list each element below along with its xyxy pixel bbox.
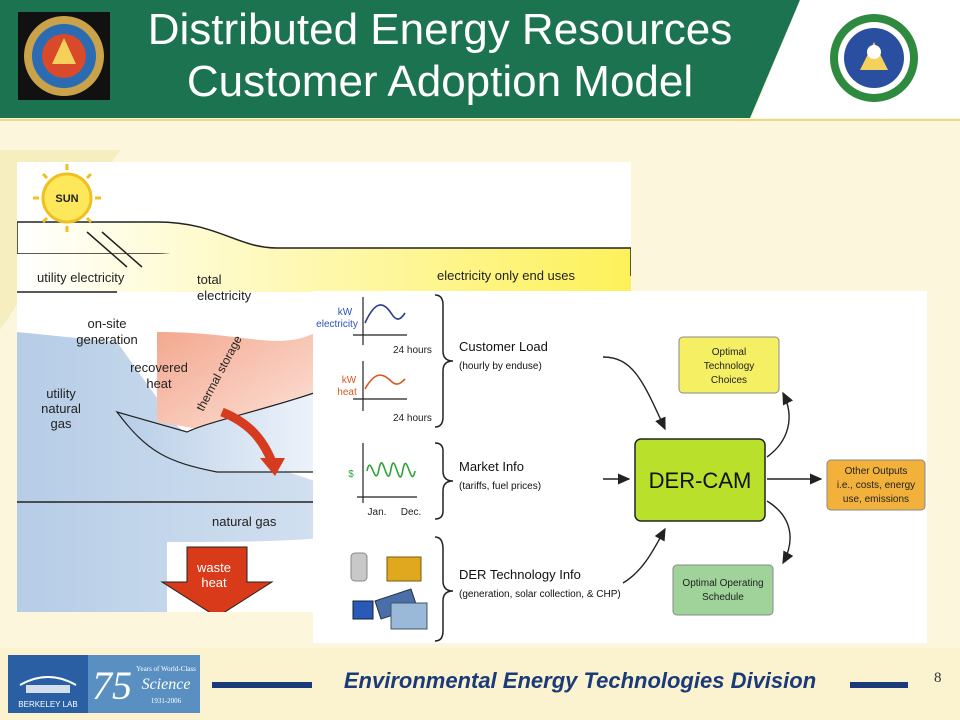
graph3-x-label-end: Dec. <box>401 507 422 518</box>
graph2-y-label-1: kW <box>342 375 357 386</box>
onsite-generation-label-2: generation <box>76 332 137 347</box>
other-outputs-line3: use, emissions <box>843 494 909 505</box>
other-outputs-line1: Other Outputs <box>845 466 908 477</box>
dercam-box <box>634 438 766 522</box>
opt-sched-line1: Optimal Operating <box>682 578 763 589</box>
opt-tech-line1: Optimal <box>712 347 746 358</box>
california-energy-commission-seal-icon <box>18 12 110 100</box>
opt-tech-line2: Technology <box>704 361 755 372</box>
graph1-y-label-1: kW <box>338 307 353 318</box>
recovered-heat-label-1: recovered <box>130 360 188 375</box>
footer-line1: Years of World-Class <box>136 665 196 673</box>
utility-gas-label-3: gas <box>51 416 72 431</box>
graph2-x-label: 24 hours <box>393 413 432 424</box>
total-electricity-label-2: electricity <box>197 288 252 303</box>
graph3-y-label: $ <box>348 469 354 480</box>
berkeley-lab-75-years-icon: BERKELEY LAB 75 Years of World-Class Sci… <box>8 655 200 713</box>
recovered-heat-label-2: heat <box>146 376 172 391</box>
slide-title-line2: Customer Adoption Model <box>186 57 694 106</box>
utility-electricity-label: utility electricity <box>37 270 125 285</box>
der-equipment-icons <box>350 552 428 630</box>
onsite-generation-label-1: on-site <box>87 316 126 331</box>
footer-years: 75 <box>92 663 132 708</box>
sun-label: SUN <box>55 193 78 205</box>
market-info-sublabel: (tariffs, fuel prices) <box>459 481 541 492</box>
der-technology-info-label: DER Technology Info <box>459 567 581 582</box>
der-technology-info-sublabel: (generation, solar collection, & CHP) <box>459 589 621 600</box>
footer-dates: 1931-2006 <box>151 697 182 705</box>
slide-number: 8 <box>934 670 942 686</box>
dercam-label: DER-CAM <box>649 468 752 493</box>
utility-gas-label-1: utility <box>46 386 76 401</box>
optimal-operating-schedule-box <box>672 564 774 616</box>
electricity-end-uses-label: electricity only end uses <box>437 268 576 283</box>
heat-load-graph <box>353 361 407 411</box>
graph1-y-label-2: electricity <box>316 319 358 330</box>
waste-heat-label-1: waste <box>196 560 231 575</box>
total-electricity-label-1: total <box>197 272 222 287</box>
customer-load-label: Customer Load <box>459 339 548 354</box>
slide-title-line1: Distributed Energy Resources <box>147 5 733 54</box>
sun-icon <box>33 164 101 232</box>
footer-lab-name: BERKELEY LAB <box>18 700 77 709</box>
graph3-x-label-start: Jan. <box>368 507 387 518</box>
slide-title: Distributed Energy Resources Customer Ad… <box>110 4 770 108</box>
customer-load-sublabel: (hourly by enduse) <box>459 361 542 372</box>
footer-line2: Science <box>142 676 191 693</box>
graph2-y-label-2: heat <box>337 387 357 398</box>
market-info-label: Market Info <box>459 459 524 474</box>
electricity-load-graph <box>353 297 407 345</box>
footer-division-title: Environmental Energy Technologies Divisi… <box>343 668 817 693</box>
waste-heat-label-2: heat <box>201 575 227 590</box>
utility-gas-label-2: natural <box>41 401 81 416</box>
dercam-flow-diagram: kW electricity 24 hours kW heat 24 hours… <box>313 291 927 643</box>
other-outputs-line2: i.e., costs, energy <box>837 480 915 491</box>
header-green-band <box>0 0 800 118</box>
natural-gas-label: natural gas <box>212 514 277 529</box>
opt-sched-line2: Schedule <box>702 592 744 603</box>
opt-tech-line3: Choices <box>711 375 747 386</box>
market-price-graph <box>357 443 417 503</box>
optimal-technology-choices-box <box>678 336 780 394</box>
graph1-x-label: 24 hours <box>393 345 432 356</box>
department-of-energy-seal-icon <box>828 12 920 104</box>
other-outputs-box <box>826 459 926 511</box>
